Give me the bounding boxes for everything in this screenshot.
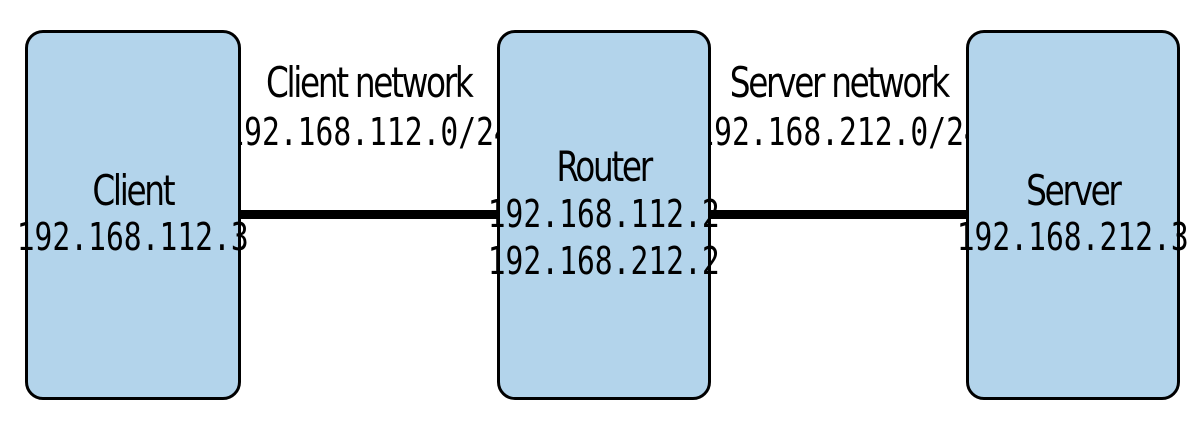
client-router-link [238, 210, 500, 219]
server-title: Server [1026, 166, 1122, 216]
client-network-name: Client network [266, 58, 474, 107]
router-server-link [708, 210, 970, 219]
client-title: Client [92, 166, 176, 216]
client-network-subnet: 192.168.112.0/24 [226, 110, 512, 155]
server-network-subnet: 192.168.212.0/24 [696, 110, 982, 155]
server-network-name: Server network [729, 58, 950, 107]
client-ip: 192.168.112.3 [17, 215, 250, 260]
server-node: Server 192.168.212.3 [957, 30, 1189, 400]
server-ip: 192.168.212.3 [957, 215, 1190, 260]
client-network-label: Client network 192.168.112.0/24 [226, 58, 512, 158]
router-node: Router 192.168.112.2 192.168.212.2 [488, 30, 720, 400]
client-node: Client 192.168.112.3 [17, 30, 249, 400]
server-network-label: Server network 192.168.212.0/24 [696, 58, 982, 158]
router-title: Router [556, 142, 654, 192]
router-ip-client-side: 192.168.112.2 [488, 191, 721, 236]
router-ip-server-side: 192.168.212.2 [488, 239, 721, 284]
